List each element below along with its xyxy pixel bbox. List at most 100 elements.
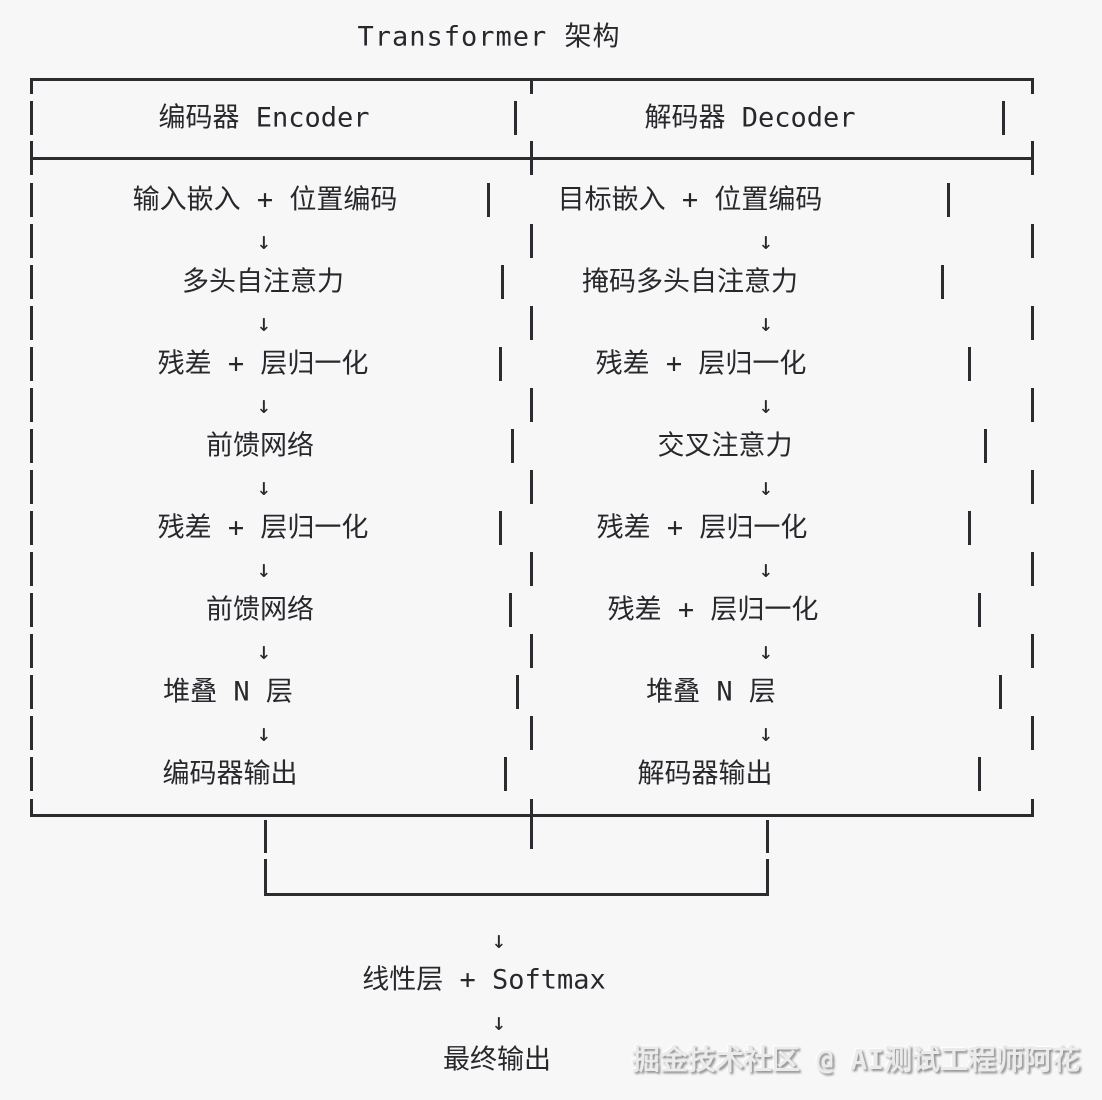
decoder-cell-bar	[967, 347, 971, 381]
merge-connector-bottom-line	[263, 892, 769, 896]
decoder-down-arrow: ↓	[758, 227, 774, 255]
header-row-bar-2	[1001, 101, 1005, 135]
decoder-cell-bar	[983, 429, 987, 463]
row-left-border	[29, 265, 33, 299]
bottom-border-tick-mid	[529, 799, 533, 849]
encoder-down-arrow: ↓	[256, 473, 272, 501]
decoder-cell-bar	[967, 511, 971, 545]
arrow-row-right-border	[1030, 306, 1034, 340]
arrow-row-left-border	[29, 388, 33, 422]
encoder-cell-bar	[508, 593, 512, 627]
decoder-down-arrow: ↓	[758, 473, 774, 501]
encoder-down-arrow: ↓	[256, 555, 272, 583]
arrow-row-right-border	[1030, 634, 1034, 668]
encoder-cell-bar	[515, 675, 519, 709]
decoder-down-arrow: ↓	[758, 555, 774, 583]
final-down-arrow-1: ↓	[491, 926, 507, 954]
decoder-step-label: 堆叠 N 层	[646, 676, 776, 708]
separator-tick-1	[529, 141, 533, 175]
encoder-cell-bar	[498, 511, 502, 545]
decoder-step-label: 残差 + 层归一化	[607, 594, 819, 626]
merge-connector-left-dash-1	[263, 820, 267, 853]
arrow-row-mid-border	[529, 634, 533, 668]
arrow-row-mid-border	[529, 716, 533, 750]
decoder-cell-bar	[977, 757, 981, 791]
encoder-step-label: 输入嵌入 + 位置编码	[132, 184, 398, 216]
arrow-row-mid-border	[529, 470, 533, 504]
encoder-step-label: 残差 + 层归一化	[157, 512, 369, 544]
row-left-border	[29, 183, 33, 217]
row-left-border	[29, 757, 33, 791]
row-left-border	[29, 429, 33, 463]
encoder-step-label: 编码器输出	[162, 758, 298, 790]
merge-connector-right-dash-2	[765, 859, 769, 893]
decoder-cell-bar	[998, 675, 1002, 709]
encoder-step-label: 多头自注意力	[182, 266, 344, 298]
arrow-row-left-border	[29, 552, 33, 586]
header-row-bar-1	[513, 101, 517, 135]
decoder-step-label: 交叉注意力	[657, 430, 793, 462]
decoder-cell-bar	[977, 593, 981, 627]
header-row-bar-0	[29, 101, 33, 135]
decoder-down-arrow: ↓	[758, 309, 774, 337]
arrow-row-left-border	[29, 470, 33, 504]
arrow-row-mid-border	[529, 306, 533, 340]
top-border-tick-0	[29, 79, 33, 94]
arrow-row-right-border	[1030, 224, 1034, 258]
bottom-border-tick-left	[29, 799, 33, 815]
row-left-border	[29, 593, 33, 627]
decoder-step-label: 残差 + 层归一化	[596, 512, 808, 544]
final-down-arrow-2: ↓	[491, 1008, 507, 1036]
encoder-step-label: 堆叠 N 层	[163, 676, 293, 708]
encoder-cell-bar	[503, 757, 507, 791]
arrow-row-right-border	[1030, 552, 1034, 586]
decoder-down-arrow: ↓	[758, 637, 774, 665]
encoder-cell-bar	[486, 183, 490, 217]
encoder-step-label: 前馈网络	[206, 594, 314, 626]
decoder-column-header: 解码器 Decoder	[644, 102, 856, 134]
decoder-down-arrow: ↓	[758, 719, 774, 747]
encoder-step-label: 残差 + 层归一化	[157, 348, 369, 380]
encoder-cell-bar	[498, 347, 502, 381]
separator-tick-0	[29, 141, 33, 175]
diagram-title: Transformer 架构	[357, 21, 621, 53]
row-left-border	[29, 511, 33, 545]
arrow-row-mid-border	[529, 224, 533, 258]
arrow-row-right-border	[1030, 388, 1034, 422]
decoder-down-arrow: ↓	[758, 391, 774, 419]
encoder-down-arrow: ↓	[256, 719, 272, 747]
arrow-row-mid-border	[529, 388, 533, 422]
decoder-cell-bar	[940, 265, 944, 299]
encoder-down-arrow: ↓	[256, 309, 272, 337]
encoder-down-arrow: ↓	[256, 637, 272, 665]
arrow-row-left-border	[29, 224, 33, 258]
bottom-border-tick-right	[1030, 799, 1034, 815]
encoder-down-arrow: ↓	[256, 227, 272, 255]
encoder-down-arrow: ↓	[256, 391, 272, 419]
arrow-row-right-border	[1030, 716, 1034, 750]
arrow-row-left-border	[29, 716, 33, 750]
decoder-step-label: 掩码多头自注意力	[582, 266, 798, 298]
arrow-row-right-border	[1030, 470, 1034, 504]
arrow-row-left-border	[29, 634, 33, 668]
top-border-tick-2	[1030, 79, 1034, 94]
row-left-border	[29, 347, 33, 381]
encoder-cell-bar	[510, 429, 514, 463]
row-left-border	[29, 675, 33, 709]
encoder-cell-bar	[500, 265, 504, 299]
decoder-step-label: 残差 + 层归一化	[595, 348, 807, 380]
top-border-tick-1	[529, 79, 533, 94]
watermark-text: 掘金技术社区 @ AI测试工程师阿花	[631, 1043, 1080, 1076]
merge-connector-right-dash-1	[765, 820, 769, 853]
encoder-column-header: 编码器 Encoder	[158, 102, 370, 134]
decoder-cell-bar	[946, 183, 950, 217]
decoder-step-label: 目标嵌入 + 位置编码	[557, 184, 823, 216]
merge-connector-left-dash-2	[263, 859, 267, 893]
final-step-linear-softmax: 线性层 + Softmax	[362, 964, 606, 996]
separator-tick-2	[1030, 141, 1034, 175]
encoder-step-label: 前馈网络	[206, 430, 314, 462]
decoder-step-label: 解码器输出	[637, 758, 773, 790]
arrow-row-mid-border	[529, 552, 533, 586]
arrow-row-left-border	[29, 306, 33, 340]
